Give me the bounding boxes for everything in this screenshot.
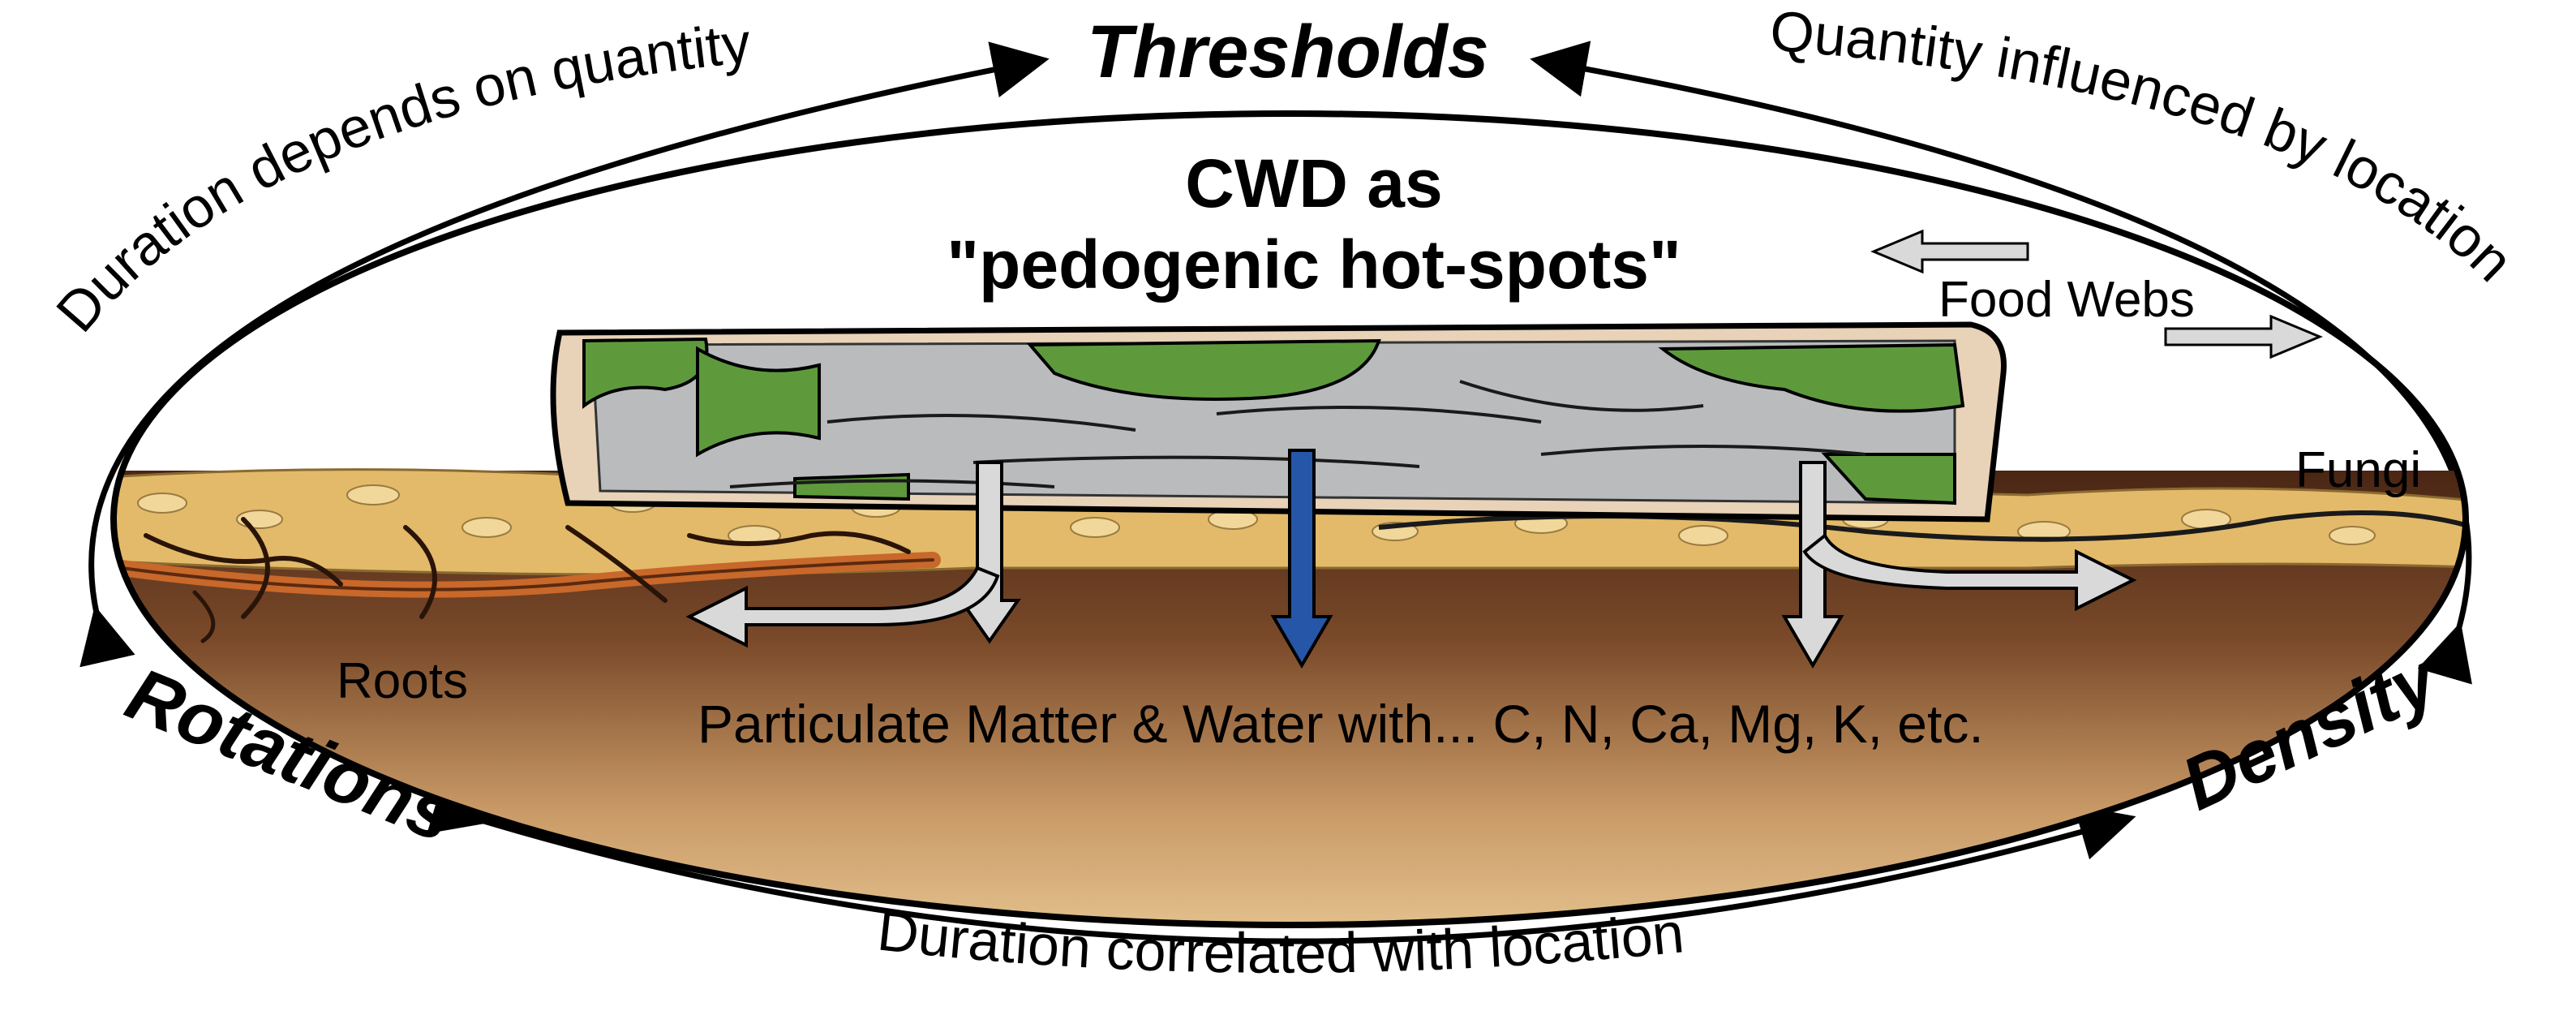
arrow-rotations-to-thresholds bbox=[79, 41, 1050, 668]
flux-arrow-center bbox=[1270, 449, 1333, 669]
flux-arrow-right bbox=[1781, 461, 1844, 669]
label-food-webs: Food Webs bbox=[1938, 272, 2195, 328]
label-fungi: Fungi bbox=[2295, 442, 2421, 498]
scene-outline bbox=[110, 110, 2469, 928]
label-particulate: Particulate Matter & Water with... C, N,… bbox=[698, 694, 1984, 754]
food-web-arrow-left bbox=[1870, 229, 2029, 274]
log bbox=[550, 321, 2007, 523]
flux-arrow-right-lateral bbox=[1802, 532, 2137, 612]
title-line-1: CWD as bbox=[1185, 145, 1442, 222]
log-grain bbox=[729, 380, 1866, 488]
label-roots: Roots bbox=[337, 653, 468, 709]
corner-label-thresholds: Thresholds bbox=[1087, 11, 1489, 93]
food-web-arrows bbox=[1870, 229, 2323, 359]
flux-arrow-left-lateral bbox=[685, 566, 1000, 648]
arrow-rotations-to-density bbox=[427, 779, 2136, 944]
title-line-2: "pedogenic hot-spots" bbox=[947, 226, 1681, 303]
moss-patches bbox=[582, 337, 1965, 506]
food-web-arrow-right bbox=[2164, 314, 2323, 359]
roots bbox=[114, 517, 941, 643]
flux-arrows bbox=[685, 449, 2137, 669]
